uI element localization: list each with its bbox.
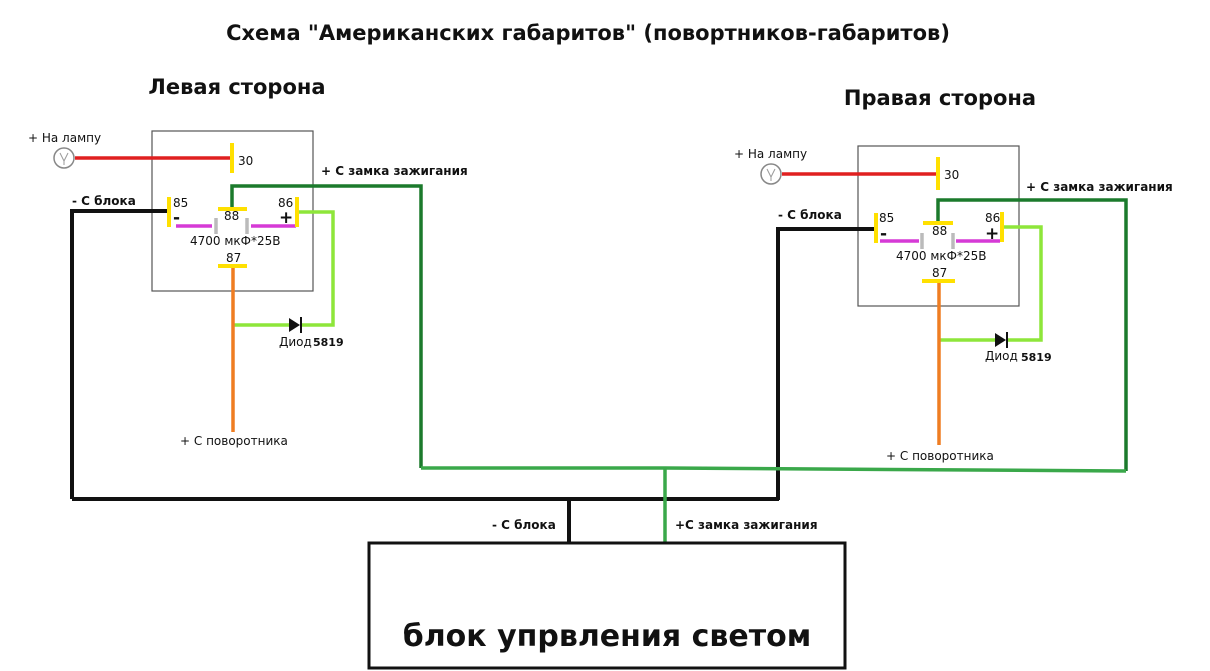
right-pin-85-label: 85: [879, 211, 894, 225]
left-pin-88-label: 88: [224, 209, 239, 223]
left-heading: Левая сторона: [148, 75, 325, 99]
bottom-block-label: - С блока: [492, 518, 556, 532]
left-lamp-label: + На лампу: [28, 131, 101, 145]
left-diode-number: 5819: [313, 336, 344, 349]
right-capacitor-label: 4700 мкФ*25В: [896, 249, 987, 263]
ignition-bus-wire: [421, 466, 1127, 473]
left-lamp-icon: [53, 147, 75, 169]
left-pin-86-label: 86: [278, 196, 293, 210]
right-block-label: - С блока: [778, 208, 842, 222]
right-pin-87-label: 87: [932, 266, 947, 280]
light-control-unit-box: [367, 541, 847, 670]
left-pin-85-label: 85: [173, 196, 188, 210]
right-pin-88-label: 88: [932, 224, 947, 238]
bottom-ignition-label: +С замка зажигания: [675, 518, 818, 532]
right-lamp-icon: [760, 163, 782, 185]
right-heading: Правая сторона: [844, 86, 1036, 110]
right-ignition-wire-dark: [936, 198, 1128, 471]
left-block-label: - С блока: [72, 194, 136, 208]
right-ignition-label: + С замка зажигания: [1026, 180, 1173, 194]
left-diode-wire-right: [297, 210, 335, 327]
light-control-unit-label: блок упрвления светом: [403, 619, 812, 654]
right-lamp-label: + На лампу: [734, 147, 807, 161]
right-diode-label: Диод: [985, 349, 1018, 363]
left-ignition-wire: [230, 184, 423, 468]
right-minus-sign: -: [880, 224, 887, 244]
diagram-title: Схема "Американских габаритов" (повортни…: [226, 21, 950, 45]
right-ground-wire: [776, 227, 876, 500]
left-plus-sign: +: [279, 208, 293, 228]
left-minus-sign: -: [173, 208, 180, 228]
left-ground-wire: [70, 209, 169, 499]
right-diode-icon: [995, 332, 1008, 348]
right-plus-sign: +: [985, 224, 999, 244]
right-turn-label: + С поворотника: [886, 449, 994, 463]
right-pin-86-label: 86: [985, 211, 1000, 225]
right-diode-wire-right: [1002, 225, 1043, 342]
left-pin-30-label: 30: [238, 154, 253, 168]
left-diode-label: Диод: [279, 335, 312, 349]
left-diode-icon: [289, 317, 302, 333]
left-turn-label: + С поворотника: [180, 434, 288, 448]
left-pin-87-label: 87: [226, 251, 241, 265]
left-ignition-label: + С замка зажигания: [321, 164, 468, 178]
left-capacitor-label: 4700 мкФ*25В: [190, 234, 281, 248]
right-diode-number: 5819: [1021, 351, 1052, 364]
right-pin-30-label: 30: [944, 168, 959, 182]
